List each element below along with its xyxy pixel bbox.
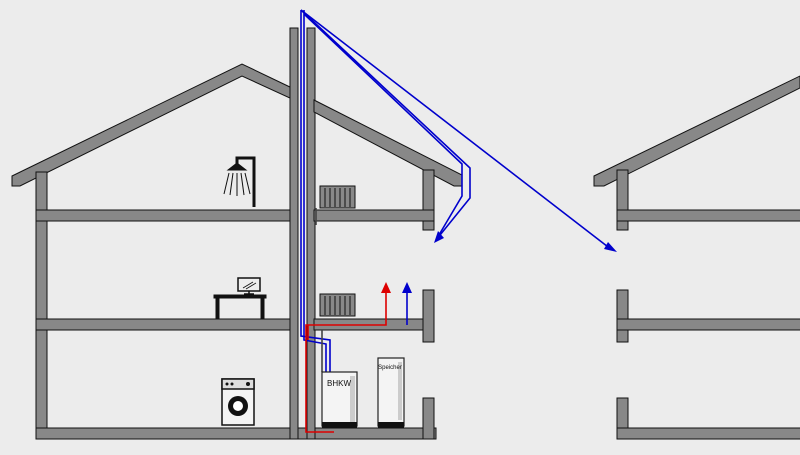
floor-slab-2 <box>35 209 293 222</box>
speicher-label: Speicher <box>378 365 402 371</box>
left-house <box>11 63 437 440</box>
pipes <box>300 9 613 433</box>
right-ground-slab <box>616 427 800 440</box>
pipe-connector <box>315 208 323 372</box>
flow-arrow-icon <box>604 242 617 252</box>
middle-wall-seg-1 <box>422 289 435 343</box>
return-pipe-inner <box>303 10 327 378</box>
desk-icon <box>213 294 267 319</box>
flow-arrow-icon <box>434 231 444 243</box>
flow-arrow-icon <box>402 282 412 293</box>
radiator-icon <box>319 293 356 317</box>
return-line-middle <box>300 9 471 241</box>
storage-tank-icon: Speicher <box>377 357 405 428</box>
middle-wall-seg-2 <box>422 397 435 440</box>
ground-slab <box>35 427 437 440</box>
right-wall-seg-1 <box>616 289 629 343</box>
floor-slab-1 <box>35 318 293 331</box>
flow-arrow-icon <box>381 282 391 293</box>
right-floor-slab-2 <box>616 209 800 222</box>
right-roof <box>593 75 800 187</box>
supply-pipe <box>305 285 387 433</box>
monitor-icon <box>237 277 261 295</box>
left-roof <box>11 63 293 187</box>
middle-attic-wall <box>422 169 435 231</box>
radiator-icon <box>319 185 356 209</box>
middle-floor-slab-2 <box>313 209 435 222</box>
shower-icon <box>223 156 256 207</box>
return-line-right <box>300 9 613 251</box>
chimney-shaft <box>289 27 316 440</box>
right-house <box>593 75 800 440</box>
return-pipe-main <box>300 10 331 378</box>
right-attic-wall <box>616 169 629 231</box>
shaft-wall-right <box>306 27 316 440</box>
right-floor-slab-1 <box>616 318 800 331</box>
shaft-wall-left <box>289 27 299 440</box>
bhkw-label: BHKW <box>327 379 351 388</box>
return-line-middle-inner <box>303 13 463 241</box>
bhkw-unit-icon: BHKW <box>321 371 358 428</box>
middle-roof <box>313 99 463 187</box>
washing-machine-icon <box>221 378 255 426</box>
flow-arrows <box>381 231 617 293</box>
